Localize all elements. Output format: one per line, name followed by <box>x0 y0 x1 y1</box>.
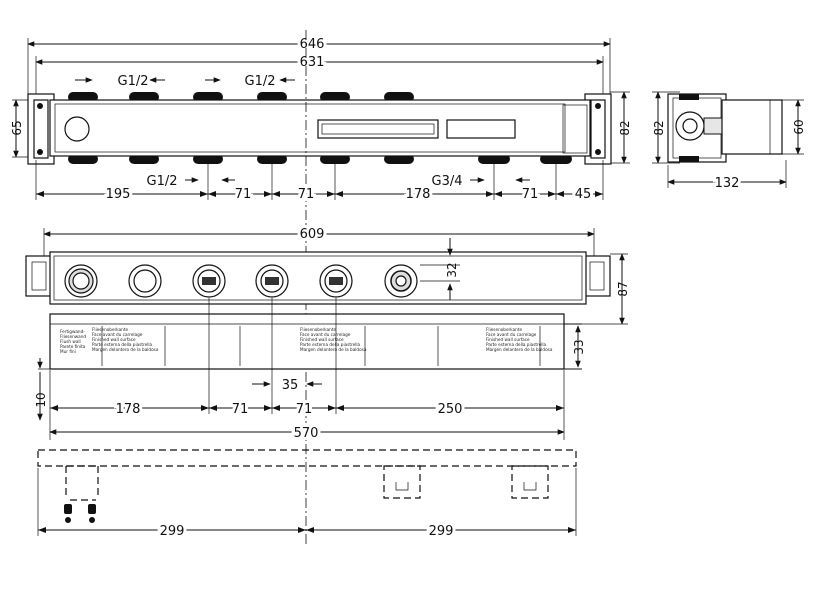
dim-32: 32 <box>445 262 459 277</box>
dim-132: 132 <box>715 176 740 191</box>
bottom-view: 299 299 <box>37 449 577 542</box>
dim-82-top: 82 <box>618 120 632 135</box>
svg-text:Margen delantero de la baldosa: Margen delantero de la baldosa <box>92 347 159 352</box>
svg-text:Finished wall surface: Finished wall surface <box>92 337 136 342</box>
svg-text:Mur fini: Mur fini <box>60 349 76 354</box>
dim-33: 33 <box>572 339 586 354</box>
dim-570: 570 <box>294 426 319 441</box>
svg-text:Fliesenwand: Fliesenwand <box>60 334 86 339</box>
plate-label-right: Fliesenoberkante Face avant du carrelage… <box>486 327 553 352</box>
svg-text:Flush wall: Flush wall <box>60 339 81 344</box>
dim-10: 10 <box>34 392 48 407</box>
port-row <box>64 264 418 298</box>
svg-text:Fertigwand-: Fertigwand- <box>60 329 85 334</box>
dim-299-left: 299 <box>160 524 185 539</box>
svg-text:Margen delantero de la baldosa: Margen delantero de la baldosa <box>486 347 553 352</box>
dim-71-mid-a: 71 <box>232 402 249 417</box>
svg-text:Fliesenoberkante: Fliesenoberkante <box>486 327 522 332</box>
dim-71-mid-b: 71 <box>296 402 313 417</box>
svg-text:Fliesenoberkante: Fliesenoberkante <box>300 327 336 332</box>
dim-thread-bottom-left: G1/2 <box>147 174 178 189</box>
svg-text:Parte esterna della piastrella: Parte esterna della piastrella <box>300 342 361 347</box>
svg-text:Fliesenoberkante: Fliesenoberkante <box>92 327 128 332</box>
dim-609: 609 <box>300 227 325 242</box>
svg-text:Parete finita: Parete finita <box>60 344 86 349</box>
top-view: 646 631 G1/2 G1/2 65 82 <box>10 30 632 545</box>
dim-87: 87 <box>616 281 630 296</box>
dim-299-right: 299 <box>429 524 454 539</box>
dim-thread-bottom-right: G3/4 <box>432 174 463 189</box>
svg-text:Face avant du carrelage: Face avant du carrelage <box>300 332 351 337</box>
front-view: 609 <box>25 224 630 444</box>
dim-45: 45 <box>575 187 592 202</box>
svg-text:Margen delantero de la baldosa: Margen delantero de la baldosa <box>300 347 367 352</box>
dim-71-a: 71 <box>235 187 252 202</box>
svg-text:Parte esterna della piastrella: Parte esterna della piastrella <box>92 342 153 347</box>
dim-65: 65 <box>10 120 24 135</box>
dim-82-side: 82 <box>652 120 666 135</box>
dim-250: 250 <box>438 402 463 417</box>
dim-646: 646 <box>300 37 325 52</box>
dim-thread-top-right: G1/2 <box>245 74 276 89</box>
dim-631: 631 <box>300 55 325 70</box>
dim-178-top: 178 <box>406 187 431 202</box>
plate-label-left: Fertigwand- Fliesenwand Flush wall Paret… <box>60 329 86 354</box>
side-view: 82 60 132 <box>652 91 806 194</box>
svg-text:Face avant du carrelage: Face avant du carrelage <box>486 332 537 337</box>
svg-text:Face avant du carrelage: Face avant du carrelage <box>92 332 143 337</box>
dim-thread-top-left: G1/2 <box>118 74 149 89</box>
svg-text:Parte esterna della piastrella: Parte esterna della piastrella <box>486 342 547 347</box>
plate-label-mid-left: Fliesenoberkante Face avant du carrelage… <box>92 327 159 352</box>
svg-text:Finished wall surface: Finished wall surface <box>300 337 344 342</box>
dim-71-c: 71 <box>522 187 539 202</box>
plate-label-center: Fliesenoberkante Face avant du carrelage… <box>300 327 367 352</box>
dim-71-b: 71 <box>298 187 315 202</box>
svg-text:Finished wall surface: Finished wall surface <box>486 337 530 342</box>
dim-35: 35 <box>282 378 299 393</box>
dim-178-mid: 178 <box>116 402 141 417</box>
dim-60: 60 <box>792 119 806 134</box>
dim-195: 195 <box>106 187 131 202</box>
